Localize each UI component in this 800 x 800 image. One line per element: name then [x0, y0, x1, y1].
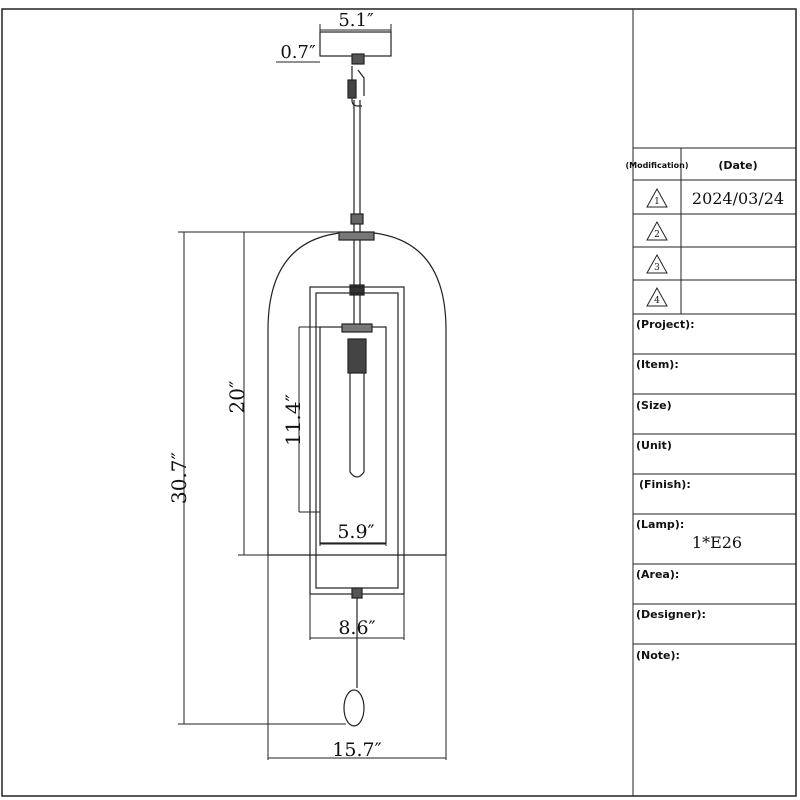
- sheet-border: [1, 8, 797, 797]
- dim-inner-height: 11.4″: [281, 394, 305, 446]
- revision-mark-2: 2: [654, 230, 660, 240]
- revision-triangle-4: [646, 286, 668, 307]
- revision-mark-1: 1: [654, 197, 660, 207]
- revision-triangle-2: [646, 220, 668, 241]
- clip-body: [347, 79, 357, 99]
- field-size-label: (Size): [636, 399, 672, 412]
- dim-canopy-width: 5.1″: [338, 10, 374, 31]
- dim-frame-width: 8.6″: [338, 617, 375, 639]
- field-project-label: (Project):: [636, 318, 695, 331]
- field-item-label: (Item):: [636, 358, 679, 371]
- field-finish-label: (Finish):: [639, 478, 691, 491]
- dim-canopy-height: 0.7″: [280, 42, 316, 63]
- revision-triangle-1: [646, 187, 668, 208]
- stem-joint: [349, 284, 365, 296]
- field-lamp-label: (Lamp):: [636, 518, 684, 531]
- canopy: [319, 31, 392, 57]
- dim-shade-height: 20″: [225, 381, 249, 414]
- revision-triangle-3: [646, 253, 668, 274]
- field-lamp-value: 1*E26: [692, 533, 742, 552]
- revision-date-1: 2024/03/24: [692, 189, 784, 208]
- inner-box-top: [341, 323, 373, 333]
- canopy-cap: [351, 53, 365, 65]
- revision-marks: 1 2 3 4: [646, 187, 668, 307]
- cord-bead: [351, 587, 363, 599]
- bulb-socket: [347, 338, 367, 374]
- rod-connector: [350, 213, 364, 225]
- pull-weight: [343, 689, 365, 727]
- outer-frame: [309, 286, 405, 595]
- title-block: [632, 9, 796, 796]
- pendant-drawing: [267, 31, 447, 727]
- dimension-labels: 5.1″ 0.7″ 30.7″ 20″ 11.4″ 5.9″ 8.6″ 15.7…: [167, 10, 382, 761]
- revision-mark-4: 4: [654, 296, 660, 306]
- field-unit-label: (Unit): [636, 439, 672, 452]
- field-designer-label: (Designer):: [636, 608, 706, 621]
- dim-inner-width: 5.9″: [337, 521, 374, 543]
- dimension-lines: [178, 24, 447, 760]
- bulb-tube: [349, 373, 365, 478]
- dim-overall-height: 30.7″: [167, 452, 191, 504]
- field-area-label: (Area):: [636, 568, 679, 581]
- field-note-label: (Note):: [636, 649, 680, 662]
- shade-top-cap: [338, 231, 375, 241]
- dome-shade: [267, 231, 447, 556]
- revision-mark-3: 3: [654, 263, 660, 273]
- modification-header: (Modification): [625, 161, 688, 170]
- dim-shade-width: 15.7″: [332, 739, 381, 761]
- date-header: (Date): [718, 159, 757, 172]
